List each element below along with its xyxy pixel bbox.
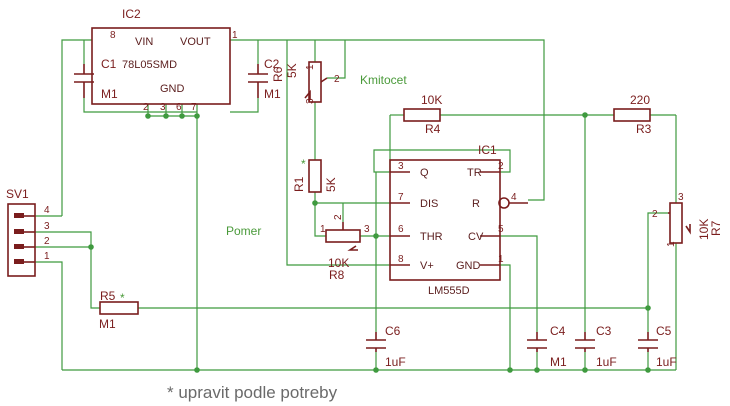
r8-value: 10K [328,256,349,270]
ic1-value: LM555D [428,285,470,297]
ic2-pin-vin: VIN [135,36,153,48]
ic1-pin-q: Q [420,167,429,179]
ic2-pinnum-1: 1 [232,30,238,41]
r8-pin-2: 2 [333,214,344,220]
c2-label: C2 [264,57,280,71]
r3-value: 220 [630,93,650,107]
r5-label: R5 [100,289,116,303]
ic1-pinnum-3: 3 [398,161,404,172]
r6-label: R6 [271,66,285,82]
ic2-pinnum-7: 7 [191,102,197,113]
ic1-pinnum-7: 7 [398,192,404,203]
junctions [88,112,651,373]
r5-value: M1 [99,317,116,331]
ic1-pinnum-8: 8 [398,254,404,265]
ic1-label: IC1 [478,143,497,157]
ic2-pinnum-6: 6 [176,102,182,113]
ic2-label: IC2 [122,7,141,21]
r7-value: 10K [697,219,711,240]
r7-pin-3: 3 [678,192,684,203]
r6-pin-3: 3 [305,98,316,104]
c1-value: M1 [101,87,118,101]
ic1-box [389,159,501,281]
r7-pin-1: 1 [666,241,677,247]
r8-pin-3: 3 [364,224,370,235]
footnote: * upravit podle potreby [167,383,338,402]
sv1-body [7,203,36,277]
r1-label: R1 [292,176,306,192]
ic1-pin-thr: THR [420,231,443,243]
ic1-pinnum-1: 1 [498,254,504,265]
c2-value: M1 [264,87,281,101]
ic1-pin-cv: CV [468,231,484,243]
r3-label: R3 [636,122,652,136]
pomer-label: Pomer [226,224,261,238]
c3-value: 1uF [596,355,617,369]
r4-label: R4 [425,122,441,136]
c6-label: C6 [385,324,401,338]
ic2-pin-gnd: GND [160,83,185,95]
ic2-pinnum-8: 8 [110,30,116,41]
ic1-pin-gnd: GND [456,260,481,272]
ic1-pin-dis: DIS [420,198,438,210]
sv1-pin-4: 4 [44,205,50,216]
c6-value: 1uF [385,355,406,369]
sv1-pin-3: 3 [44,221,50,232]
sv1-pin-1: 1 [44,251,50,262]
ic1-pin-r: R [472,198,480,210]
sv1-label: SV1 [6,187,29,201]
ic2-box [91,27,231,105]
ic1-pinnum-2: 2 [498,161,504,172]
c4-label: C4 [550,324,566,338]
ic1-pinnum-6: 6 [398,224,404,235]
ic1-pinnum-5: 5 [498,224,504,235]
wires [35,39,677,371]
r6-pin-1: 1 [305,64,316,70]
c5-value: 1uF [656,355,677,369]
kmitocet-label: Kmitocet [360,73,407,87]
ic1-pinnum-4: 4 [511,192,517,203]
symbols [7,27,691,352]
ic2-value: 78L05SMD [122,59,177,71]
r1-asterisk: * [301,157,306,171]
r5-asterisk: * [120,291,125,305]
c3-label: C3 [596,324,612,338]
ic1-pin-tr: TR [467,167,482,179]
c4-value: M1 [550,355,567,369]
c5-label: C5 [656,324,672,338]
c1-label: C1 [101,57,117,71]
connector-pins [14,213,24,264]
r1-value: 5K [324,177,338,192]
sv1-pin-2: 2 [44,236,50,247]
ic2-pinnum-2: 2 [143,102,149,113]
r7-pin-2: 2 [652,209,658,220]
r6-value: 5K [285,63,299,78]
r8-pin-1: 1 [320,224,326,235]
ic1-pin-vplus: V+ [420,260,434,272]
r6-pin-2: 2 [334,74,340,85]
r8-label: R8 [329,268,345,282]
r4-value: 10K [421,93,442,107]
ic2-pin-vout: VOUT [180,36,211,48]
r7-label: R7 [709,220,723,236]
ic2-pinnum-3: 3 [160,102,166,113]
